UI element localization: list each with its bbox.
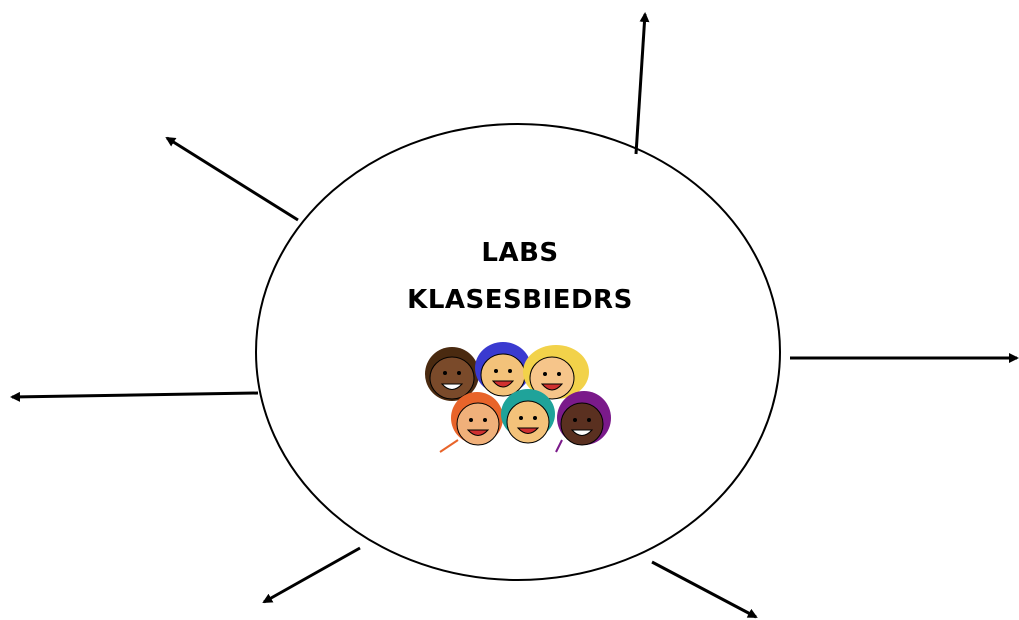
arrow-left [12, 393, 258, 397]
arrow-up-left [167, 138, 298, 220]
arrow-down-left [264, 548, 360, 602]
arrow-down-right [652, 562, 756, 617]
arrow-up [636, 14, 645, 154]
central-title-line-2: KLASESBIEDRS [320, 285, 720, 315]
central-title-line-1: LABS [320, 238, 720, 268]
